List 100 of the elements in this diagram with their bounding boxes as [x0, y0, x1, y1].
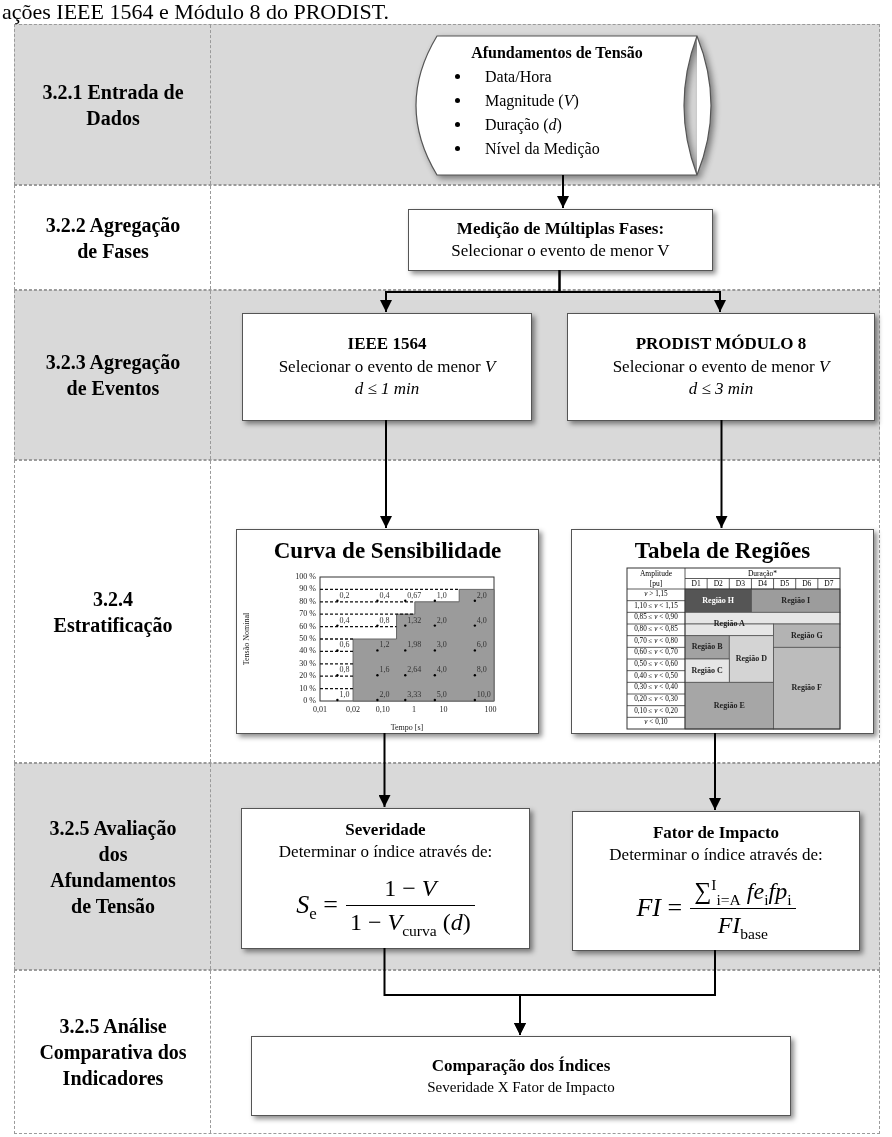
tick-label: 80 %	[298, 597, 316, 606]
arrow	[709, 732, 721, 811]
data-label: 10,0	[476, 691, 491, 699]
tick-label: 40 %	[298, 647, 316, 656]
chart-panel	[236, 529, 539, 734]
region-label: Região C	[690, 666, 724, 675]
axis-label: Tensão Nominal	[243, 611, 251, 668]
tick-label: 100 %	[294, 573, 316, 581]
box-text: Severidade X Fator de Impacto	[427, 1078, 615, 1097]
bullet-item: Data/Hora	[485, 69, 552, 85]
data-label: 8,0	[476, 666, 487, 675]
arrow	[514, 949, 716, 1036]
box-heading: Fator de Impacto	[651, 824, 781, 841]
process-box	[241, 808, 530, 949]
box-heading: Comparação dos Índices	[431, 1055, 611, 1077]
stage-label: 3.2.4 Estratificação	[52, 586, 174, 638]
tick-label: 60 %	[298, 622, 316, 631]
data-label: 0,4	[379, 591, 390, 600]
data-label: 2,0	[436, 616, 447, 625]
box-heading: Medição de Múltiplas Fases:	[456, 218, 665, 239]
formula-denominator: 1 − V$_{curva}$ (d)	[348, 907, 472, 936]
stage-band	[14, 763, 880, 970]
box-text: Selecionar o evento de menor V	[278, 356, 496, 378]
process-box	[567, 313, 875, 421]
formula-term: S$_{e}$ =	[296, 890, 338, 920]
data-label: 1,6	[379, 666, 390, 675]
tick-label: 1	[410, 706, 417, 714]
data-label: 3,0	[436, 641, 447, 650]
region-label: Região H	[701, 596, 736, 605]
box-text: Selecionar o evento de menor V	[451, 241, 670, 262]
tick-label: 90 %	[298, 585, 316, 594]
formula-numerator: 1 − V	[345, 874, 475, 906]
box-heading: Afundamentos de Tensão	[470, 45, 644, 61]
region-label: Região I	[780, 596, 812, 605]
table-panel	[571, 529, 874, 734]
region-label: Região E	[712, 701, 746, 710]
tick-label: 0,02	[345, 706, 362, 714]
process-box	[572, 811, 860, 951]
stage-band	[14, 185, 880, 290]
arrow	[380, 419, 392, 529]
stage-band	[14, 290, 880, 460]
data-label: 1,32	[407, 616, 422, 625]
tick-label: 20 %	[298, 672, 316, 681]
arrow	[558, 269, 726, 313]
tick-label: 50 %	[298, 635, 316, 643]
formula-term: FI =	[636, 893, 683, 923]
condition-text: d ≤ 3 min	[688, 379, 754, 400]
box-text: Determinar o índice através de:	[608, 846, 824, 863]
data-label: 3,33	[407, 691, 422, 699]
box-heading: IEEE 1564	[347, 334, 427, 355]
table-title: Tabela de Regiões	[633, 539, 812, 562]
data-label: 2,64	[407, 666, 422, 675]
caption-text: ações IEEE 1564 e Módulo 8 do PRODIST.	[2, 1, 389, 23]
box-text: Selecionar o evento de menor V	[612, 356, 830, 378]
data-label: 1,0	[436, 591, 447, 600]
formula-denominator: FI$_{base}$	[716, 910, 770, 939]
tick-label: 0 %	[302, 697, 316, 705]
stage-label: 3.2.3 Agregação de Eventos	[44, 350, 182, 401]
tick-label: 70 %	[298, 610, 316, 619]
data-label: 0,4	[339, 616, 350, 625]
process-box	[242, 313, 532, 421]
tick-label: 0,10	[374, 706, 391, 714]
box-text: Determinar o índice através de:	[277, 843, 494, 860]
box-heading: PRODIST MÓDULO 8	[635, 334, 807, 355]
bullet-item: Duração (d)	[485, 117, 562, 133]
data-label: 1,98	[407, 641, 422, 650]
stage-label: 3.2.1 Entrada de Dados	[41, 79, 185, 131]
data-label: 0,6	[339, 641, 350, 650]
axis-label: Tempo [s]	[389, 724, 425, 732]
stage-band	[14, 460, 880, 763]
bullet-item: Nível da Medição	[485, 141, 600, 157]
data-label: 5,0	[436, 691, 447, 699]
tick-label: 0,01	[312, 706, 328, 714]
process-box	[408, 209, 713, 271]
data-label: 4,0	[476, 616, 487, 625]
stage-label: 3.2.5 Análise Comparativa dos Indicadores	[38, 1014, 188, 1091]
data-label: 0,2	[339, 591, 350, 600]
data-label: 0,67	[407, 591, 422, 600]
tick-label: 30 %	[298, 659, 316, 668]
data-label: 1,0	[339, 691, 350, 699]
data-label: 2,0	[379, 691, 390, 699]
stage-label: 3.2.2 Agregação de Fases	[44, 212, 182, 264]
tick-label: 10	[438, 706, 449, 714]
data-label: 6,0	[476, 641, 487, 650]
tick-label: 10 %	[298, 684, 316, 693]
data-label: 1,2	[379, 641, 390, 650]
data-label: 2,0	[476, 591, 487, 600]
bullet-item: Magnitude (V)	[485, 93, 579, 109]
region-label: Região A	[712, 620, 746, 628]
arrow	[378, 732, 391, 808]
region-label: Região D	[734, 655, 769, 663]
arrow	[715, 419, 728, 529]
region-label: Região G	[789, 631, 824, 640]
stage-band	[14, 970, 880, 1134]
region-label: Região B	[690, 643, 724, 652]
stage-label: 3.2.5 Avaliação dos Afundamentos de Tensão	[48, 815, 178, 919]
process-box	[251, 1036, 791, 1116]
data-label: 0,8	[339, 666, 350, 675]
region-label: Região F	[790, 684, 823, 693]
data-label: 4,0	[436, 666, 447, 675]
